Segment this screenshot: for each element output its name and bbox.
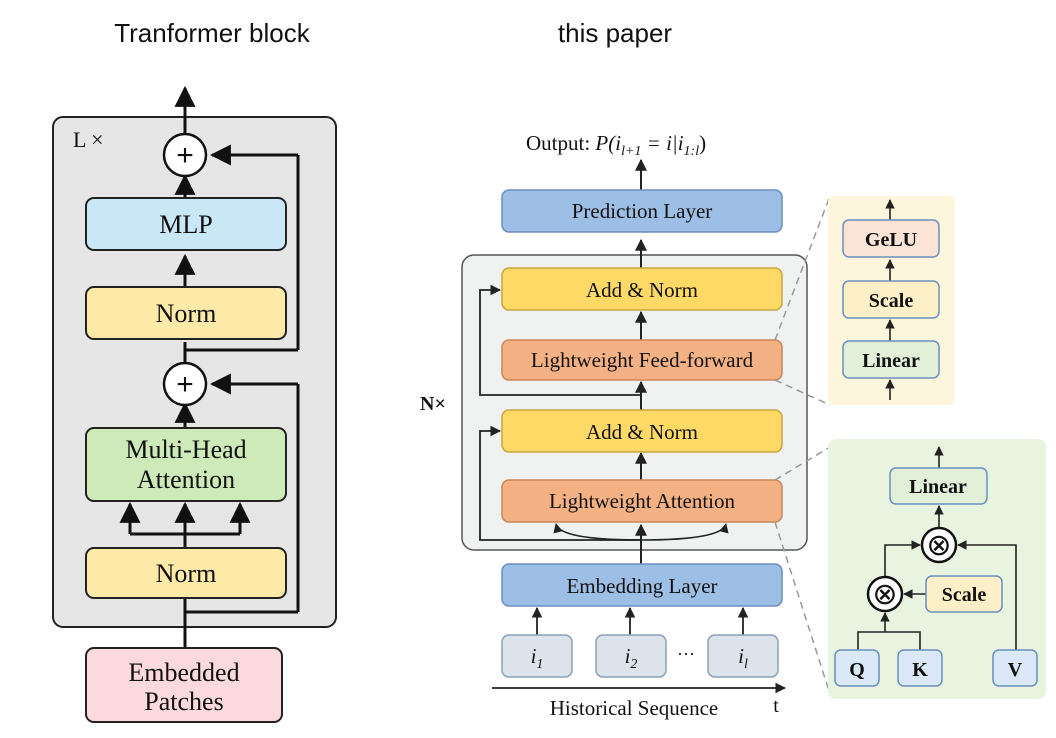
item-box-2 [595,634,667,678]
embedding-layer-box [501,563,783,607]
k-label: K [912,659,928,681]
attn-detail-connector-top [774,446,831,481]
norm-bottom-label: Norm [156,559,217,588]
embedding-layer-label: Embedding Layer [566,574,717,598]
attn-detail-connector-bottom [774,521,831,695]
attn-curve-left [553,523,642,541]
mha-label-line2: Attention [137,465,235,494]
add-symbol-top: + [176,139,194,172]
prediction-layer-box [501,189,783,233]
item-label-1: i1 [531,644,544,672]
multiply-symbol-top: ⊗ [926,529,951,562]
norm-top-label: Norm [156,299,217,328]
ffn-detail-connector-top [774,195,831,341]
multiply-circle-top [920,526,958,564]
multi-head-attention-box [85,427,287,502]
n-times-label: N× [420,393,446,415]
output-P: P [594,131,608,155]
patches-label-line2: Patches [144,687,223,716]
t-axis-label: t [773,695,779,717]
ffn-scale-label: Scale [869,290,914,312]
mlp-label: MLP [159,210,212,239]
prediction-layer-label: Prediction Layer [572,199,713,223]
multiply-circle-bottom [866,575,904,613]
attn-detail-panel [828,439,1046,699]
add-norm-bottom-label: Add & Norm [586,420,698,444]
multiply-symbol-bottom: ⊗ [872,578,897,611]
historical-sequence-label: Historical Sequence [550,696,719,720]
item-label-l: il [738,644,748,672]
attn-linear-box [889,467,988,505]
output-close: ) [699,131,706,155]
attn-curve-right [640,523,729,541]
mult-bottom-to-top-arrow [884,540,921,578]
item-label-2: i2 [625,644,638,672]
item-box-1 [501,634,573,678]
l-times-label: L × [73,127,104,152]
lightweight-ffn-label: Lightweight Feed-forward [531,348,754,372]
lightweight-attention-label: Lightweight Attention [549,489,736,513]
qk-join-line [857,631,921,650]
k-box [897,649,943,687]
output-formula: Output: P(il+1 = i|i1:l) [526,131,706,159]
norm-bottom-box [85,547,287,599]
ffn-linear-label: Linear [862,350,920,372]
mlp-box [85,197,287,251]
v-box [992,649,1038,687]
left-heading: Tranformer block [114,18,311,48]
add-circle-bottom [162,361,208,407]
embedded-patches-box [85,647,283,723]
ffn-scale-box [842,280,940,319]
item-box-l [707,634,779,678]
add-symbol-bottom: + [176,368,194,401]
v-to-mult-arrow [957,540,1017,655]
attn-scale-box [925,575,1003,613]
norm-top-box [85,286,287,340]
lightweight-ffn-box [501,339,783,381]
gelu-box [842,219,940,258]
output-sub1: l+1 [621,144,641,159]
q-label: Q [849,659,865,681]
output-sub2: 1:l [684,144,700,159]
gelu-label: GeLU [865,229,917,251]
right-heading: this paper [558,18,673,48]
ffn-linear-box [842,340,940,379]
item-ellipsis: ··· [677,644,695,664]
output-open: (i [608,131,621,155]
add-norm-top-label: Add & Norm [586,278,698,302]
patches-label-line1: Embedded [128,658,239,687]
n-times-panel [461,254,808,551]
attn-scale-label: Scale [942,584,987,606]
add-norm-top-box [501,267,783,311]
output-mid: = i|i [641,131,683,155]
add-circle-top [162,132,208,178]
residual-ffn-line [479,284,641,396]
output-prefix: Output: [526,131,595,155]
lightweight-attention-box [501,479,783,523]
v-label: V [1008,659,1023,681]
q-box [834,649,880,687]
ffn-detail-connector-bottom [774,379,831,406]
mha-label-line1: Multi-Head [125,435,246,464]
attn-linear-label: Linear [909,476,967,498]
add-norm-bottom-box [501,409,783,453]
residual-attn-line [479,425,641,541]
